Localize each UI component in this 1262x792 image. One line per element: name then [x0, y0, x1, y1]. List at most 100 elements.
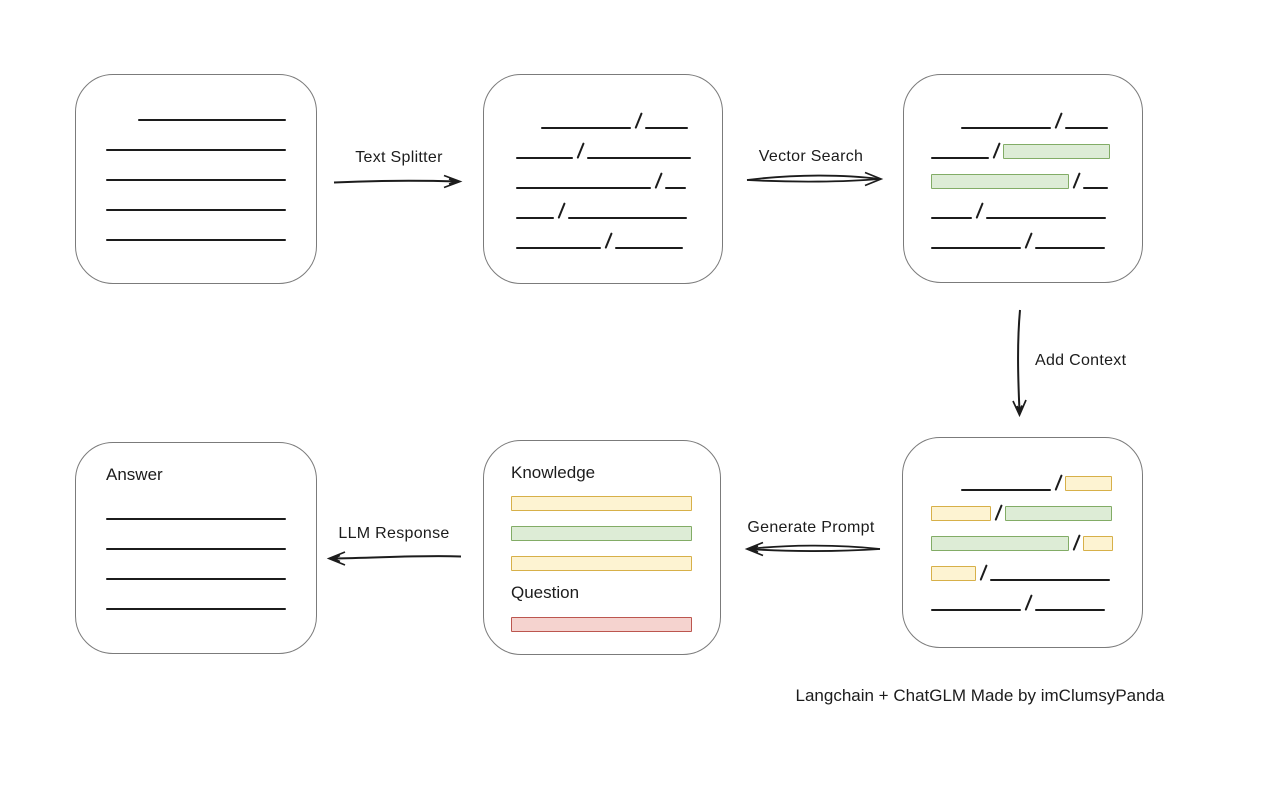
chunk-row [931, 581, 1142, 611]
text-line [986, 217, 1107, 219]
text-line [568, 217, 688, 219]
vector-matches-lines [904, 75, 1142, 249]
highlight-yellow [931, 566, 976, 581]
document-box [75, 74, 317, 284]
text-line [1035, 247, 1106, 249]
question-label: Question [511, 583, 580, 602]
text-line [990, 579, 1111, 581]
prompt-box: Knowledge Question [483, 440, 721, 655]
chunk-row [931, 491, 1142, 521]
text-line [587, 157, 692, 159]
slash-mark [1072, 172, 1081, 189]
chunk-row [106, 151, 316, 181]
text-splitter-label: Text Splitter [355, 149, 443, 166]
generate-prompt-label: Generate Prompt [747, 519, 875, 536]
highlight-yellow [1065, 476, 1113, 491]
highlight-green [931, 174, 1069, 189]
answer-box: Answer [75, 442, 317, 654]
slash-mark [975, 202, 984, 219]
knowledge-label: Knowledge [511, 463, 596, 482]
text-line [1083, 187, 1109, 189]
highlight-green [931, 536, 1069, 551]
knowledge-bars [511, 496, 720, 571]
question-bars [511, 617, 720, 632]
red-bar [511, 617, 692, 632]
yellow-bar [511, 556, 692, 571]
chunk-row [931, 521, 1142, 551]
spacer [931, 128, 961, 129]
add-context-label: Add Context [1035, 352, 1127, 369]
text-splitter-arrow-icon [333, 174, 463, 189]
diagram-caption: Langchain + ChatGLM Made by imClumsyPand… [795, 686, 1165, 705]
chunk-row [931, 99, 1142, 129]
chunk-row [516, 189, 722, 219]
chunk-row [931, 219, 1142, 249]
text-line [961, 127, 1051, 129]
text-line [106, 578, 286, 580]
context-selection-lines [903, 438, 1142, 611]
document-lines [76, 75, 316, 241]
text-line [541, 127, 631, 129]
text-line [106, 209, 286, 211]
generate-prompt-arrow-icon [744, 541, 881, 557]
slash-mark [576, 142, 585, 159]
spacer [931, 490, 961, 491]
highlight-yellow [1083, 536, 1114, 551]
yellow-bar [511, 496, 692, 511]
answer-label: Answer [106, 465, 163, 484]
chunk-row [931, 461, 1142, 491]
chunk-row [516, 159, 722, 189]
text-line [931, 247, 1021, 249]
text-line [665, 187, 687, 189]
vector-search-arrow-icon [746, 171, 884, 187]
chunk-row [516, 129, 722, 159]
slash-mark [1024, 232, 1033, 249]
text-line [961, 489, 1051, 491]
spacer [106, 120, 138, 121]
text-line [931, 157, 989, 159]
spacer [516, 128, 541, 129]
chunk-row [931, 551, 1142, 581]
slash-mark [604, 232, 613, 249]
slash-mark [979, 564, 988, 581]
slash-mark [557, 202, 566, 219]
vector-search-label: Vector Search [758, 148, 864, 165]
text-line [106, 149, 286, 151]
green-bar [511, 526, 692, 541]
chunk-row [106, 211, 316, 241]
chunk-row [516, 219, 722, 249]
text-line [106, 518, 286, 520]
text-line [138, 119, 286, 121]
chunk-row [106, 91, 316, 121]
text-line [516, 247, 601, 249]
text-line [1035, 609, 1106, 611]
slash-mark [992, 142, 1001, 159]
text-line [106, 239, 286, 241]
slash-mark [1024, 594, 1033, 611]
text-line [106, 608, 286, 610]
vector-matches-box [903, 74, 1143, 283]
context-selection-box [902, 437, 1143, 648]
text-line [106, 179, 286, 181]
add-context-arrow-icon [1012, 309, 1027, 418]
text-line [1065, 127, 1109, 129]
text-line [516, 217, 554, 219]
slash-mark [1054, 112, 1063, 129]
llm-response-label: LLM Response [338, 525, 450, 542]
slash-mark [994, 504, 1003, 521]
split-text-box [483, 74, 723, 284]
split-text-lines [484, 75, 722, 249]
text-line [516, 157, 573, 159]
highlight-green [1005, 506, 1113, 521]
text-line [615, 247, 684, 249]
chunk-row [931, 129, 1142, 159]
highlight-yellow [931, 506, 991, 521]
slash-mark [634, 112, 643, 129]
slash-mark [654, 172, 663, 189]
highlight-green [1003, 144, 1111, 159]
text-line [106, 548, 286, 550]
slash-mark [1072, 534, 1081, 551]
text-line [516, 187, 651, 189]
text-line [931, 217, 972, 219]
chunk-row [106, 121, 316, 151]
